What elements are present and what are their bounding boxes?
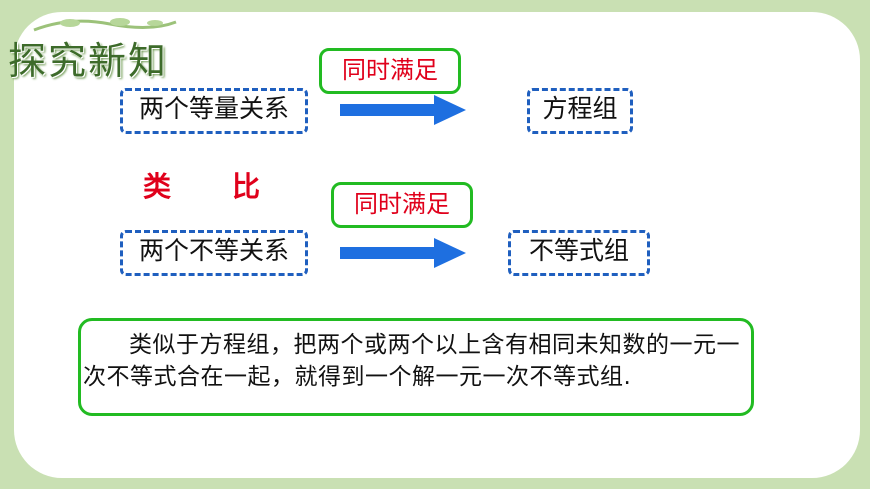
section-title: 探究新知 [8, 39, 169, 83]
leaf-decoration-icon [33, 18, 177, 32]
condition-badge-1: 同时满足 [319, 48, 461, 94]
analogy-char-2: 比 [232, 170, 261, 203]
definition-text: 类似于方程组，把两个或两个以上含有相同未知数的一元一次不等式合在一起，就得到一个… [78, 318, 754, 416]
condition-badge-2: 同时满足 [331, 182, 473, 228]
equation-system-box: 方程组 [527, 88, 633, 134]
analogy-char-1: 类 [143, 170, 172, 203]
arrow-right-icon [340, 238, 466, 268]
inequality-relations-box: 两个不等关系 [120, 230, 308, 276]
inequality-system-box: 不等式组 [508, 230, 650, 276]
arrow-right-icon [340, 95, 466, 125]
equality-relations-box: 两个等量关系 [120, 88, 308, 134]
